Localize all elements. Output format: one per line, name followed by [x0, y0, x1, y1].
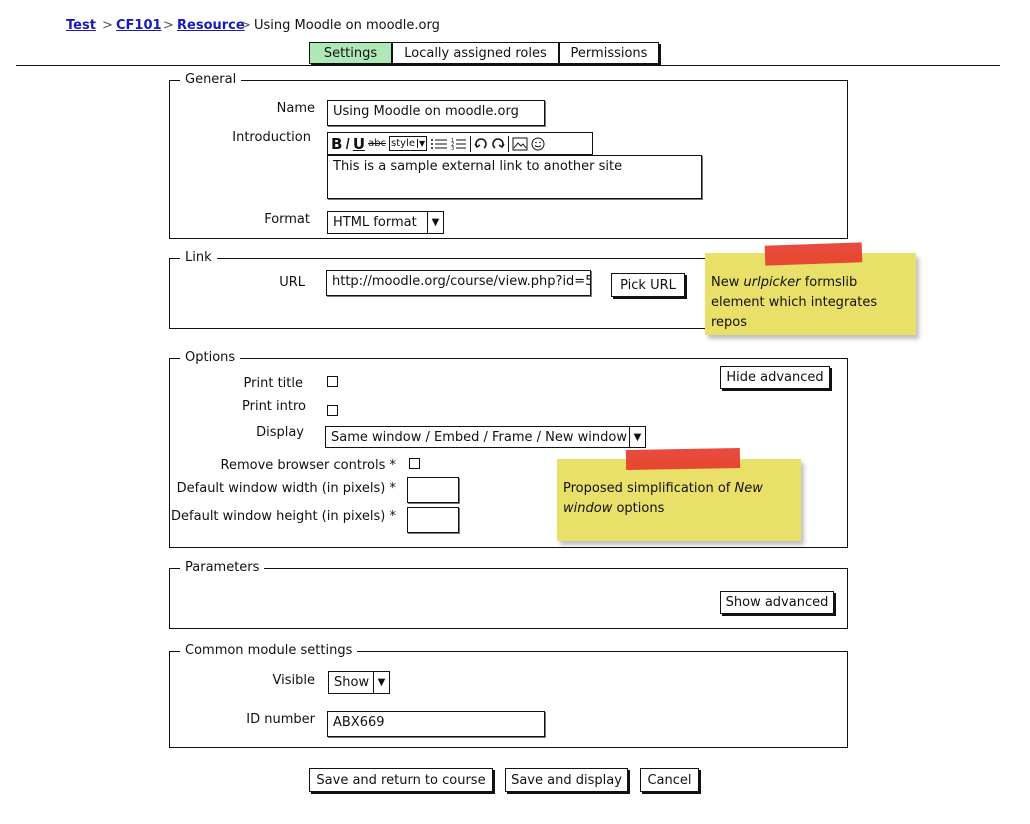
introduction-label: Introduction — [232, 130, 311, 145]
legend-common-module-settings: Common module settings — [180, 643, 358, 658]
hide-advanced-button[interactable]: Hide advanced — [720, 366, 830, 389]
svg-text:3: 3 — [451, 146, 454, 151]
style-dropdown-label: style — [391, 138, 416, 149]
display-label: Display — [256, 425, 304, 440]
name-field[interactable]: Using Moodle on moodle.org — [327, 100, 545, 126]
breadcrumb-link-cf101[interactable]: CF101 — [116, 18, 162, 33]
show-advanced-button[interactable]: Show advanced — [720, 591, 834, 614]
toolbar-divider — [508, 135, 510, 152]
breadcrumb-link-test[interactable]: Test — [66, 18, 96, 33]
fieldset-parameters — [169, 568, 848, 629]
print-intro-label: Print intro — [242, 399, 306, 414]
chevron-down-icon: ▼ — [629, 427, 645, 447]
legend-parameters: Parameters — [180, 560, 265, 575]
tape-decoration — [625, 448, 741, 470]
visible-label: Visible — [272, 673, 315, 688]
tape-decoration — [764, 242, 863, 266]
chevron-down-icon: ▼ — [373, 672, 389, 693]
tab-locally-assigned-roles[interactable]: Locally assigned roles — [392, 42, 559, 64]
fieldset-common-module-settings — [169, 651, 848, 748]
smiley-icon[interactable] — [531, 136, 545, 152]
introduction-textarea[interactable]: This is a sample external link to anothe… — [327, 155, 702, 199]
name-label: Name — [276, 101, 315, 116]
bold-button[interactable]: B — [331, 134, 343, 153]
italic-button[interactable]: I — [345, 134, 350, 153]
window-width-label: Default window width (in pixels) * — [176, 481, 396, 496]
print-intro-checkbox[interactable] — [327, 405, 338, 416]
underline-button[interactable]: U — [352, 134, 366, 153]
legend-general: General — [180, 72, 242, 87]
save-and-return-button[interactable]: Save and return to course — [309, 768, 493, 792]
display-select-value: Same window / Embed / Frame / New window — [331, 430, 627, 445]
strikethrough-button[interactable]: abc — [368, 138, 387, 149]
id-number-label: ID number — [246, 712, 315, 727]
window-width-field[interactable] — [407, 477, 459, 503]
chevron-down-icon: ▼ — [417, 139, 426, 148]
display-select[interactable]: Same window / Embed / Frame / New window… — [325, 426, 646, 448]
note-options-text-pre: Proposed simplification of — [563, 481, 735, 496]
note-urlpicker-text-post: formslib element which integrates repos — [711, 275, 878, 330]
note-urlpicker-text-em: urlpicker — [743, 275, 801, 290]
style-dropdown[interactable]: style ▼ — [389, 136, 428, 151]
breadcrumb-link-resource[interactable]: Resource — [177, 18, 245, 33]
undo-icon[interactable] — [474, 136, 488, 152]
window-height-field[interactable] — [407, 507, 459, 533]
pick-url-button[interactable]: Pick URL — [611, 273, 685, 297]
svg-text:1: 1 — [451, 138, 454, 144]
print-title-label: Print title — [243, 376, 303, 391]
svg-text:2: 2 — [451, 142, 454, 148]
window-height-label: Default window height (in pixels) * — [171, 509, 396, 524]
fieldset-options — [169, 358, 848, 548]
cancel-button[interactable]: Cancel — [640, 768, 699, 792]
format-select[interactable]: HTML format ▼ — [327, 211, 444, 234]
fieldset-general — [169, 80, 848, 239]
legend-link: Link — [180, 250, 217, 265]
sticky-note-options: Proposed simplification of New window op… — [557, 459, 801, 541]
bullet-list-icon[interactable] — [430, 136, 448, 152]
redo-icon[interactable] — [491, 136, 505, 152]
toolbar-divider — [470, 135, 472, 152]
note-options-text-em: New window — [563, 481, 763, 516]
remove-browser-controls-label: Remove browser controls * — [220, 458, 397, 473]
tab-settings[interactable]: Settings — [309, 42, 392, 64]
visible-select[interactable]: Show ▼ — [328, 671, 390, 694]
note-urlpicker-text-pre: New — [711, 275, 744, 290]
visible-select-value: Show — [334, 675, 370, 690]
url-field[interactable]: http://moodle.org/course/view.php?id=5 — [326, 270, 591, 296]
note-options-text-post: options — [612, 501, 665, 516]
save-and-display-button[interactable]: Save and display — [505, 768, 628, 792]
remove-browser-controls-checkbox[interactable] — [409, 458, 420, 469]
breadcrumb-current: Using Moodle on moodle.org — [254, 18, 440, 33]
format-select-value: HTML format — [333, 215, 417, 230]
breadcrumb-separator: > — [240, 18, 251, 33]
print-title-checkbox[interactable] — [327, 376, 338, 387]
breadcrumb-separator: > — [102, 18, 113, 33]
id-number-field[interactable]: ABX669 — [327, 711, 545, 737]
url-label: URL — [279, 275, 305, 290]
sticky-note-urlpicker: New urlpicker formslib element which int… — [705, 253, 916, 335]
image-icon[interactable] — [512, 136, 528, 152]
tab-permissions[interactable]: Permissions — [559, 42, 659, 64]
breadcrumb-separator: > — [163, 18, 174, 33]
format-label: Format — [264, 212, 310, 227]
legend-options: Options — [180, 350, 241, 365]
chevron-down-icon: ▼ — [427, 212, 443, 233]
header-divider — [16, 65, 1000, 66]
